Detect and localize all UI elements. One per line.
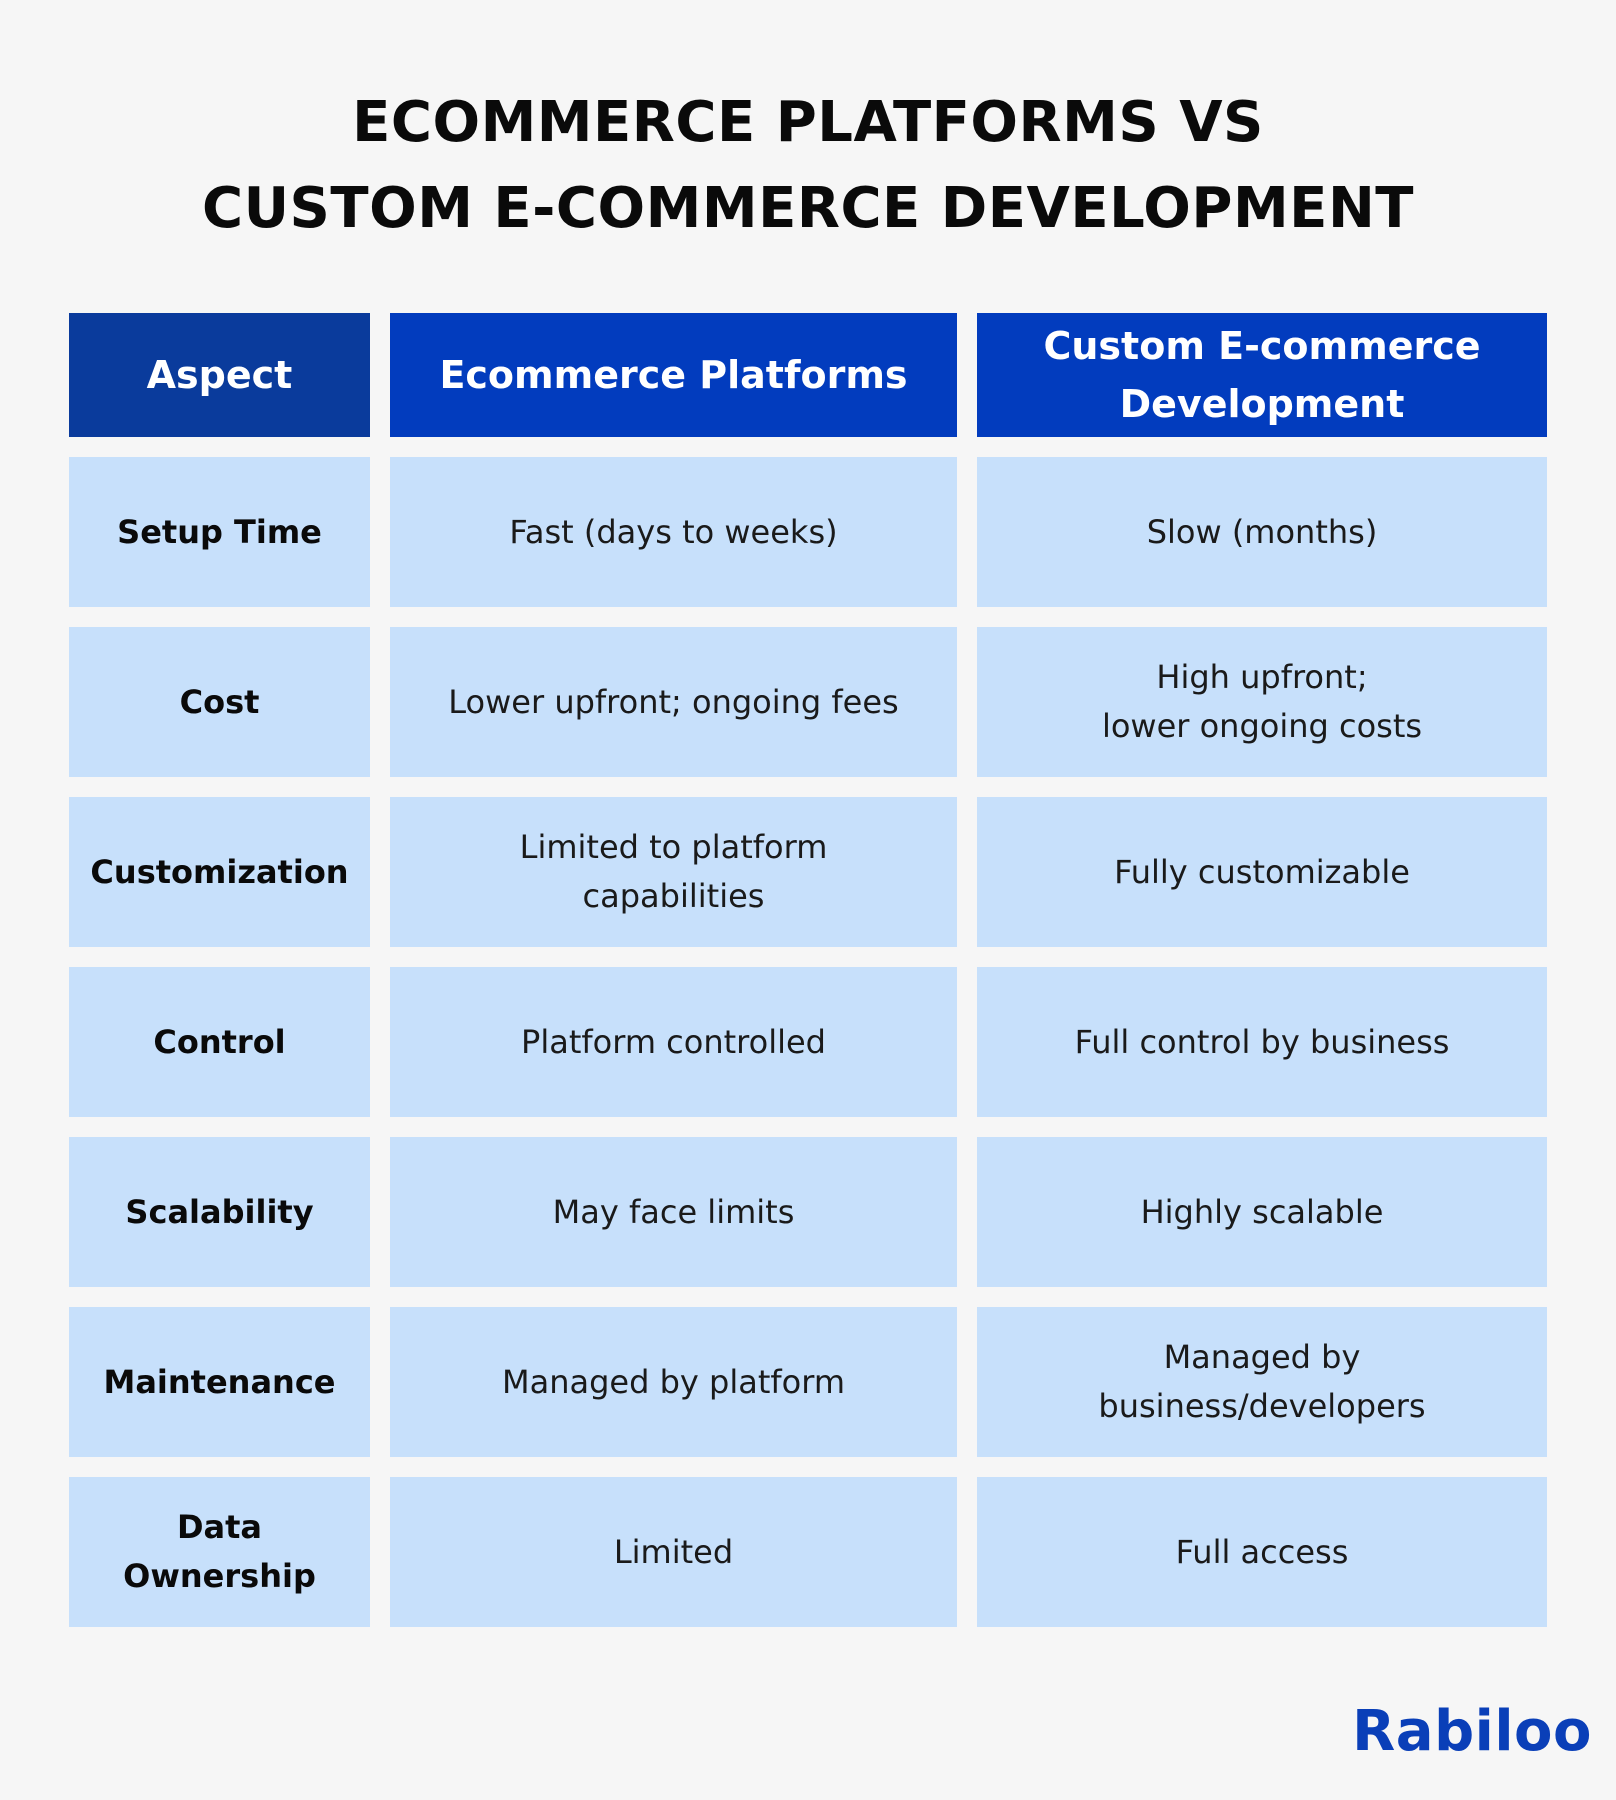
header-custom-development: Custom E-commerce Development — [977, 313, 1547, 437]
custom-customization: Fully customizable — [977, 797, 1547, 947]
aspect-scalability: Scalability — [69, 1137, 370, 1287]
aspect-data-ownership: Data Ownership — [69, 1477, 370, 1627]
aspect-maintenance: Maintenance — [69, 1307, 370, 1457]
rabiloo-logo: Rabiloo — [1352, 1704, 1592, 1760]
custom-scalability: Highly scalable — [977, 1137, 1547, 1287]
page-title: ECOMMERCE PLATFORMS VS CUSTOM E-COMMERCE… — [0, 80, 1616, 252]
aspect-control: Control — [69, 967, 370, 1117]
custom-maintenance: Managed by business/developers — [977, 1307, 1547, 1457]
platforms-cost: Lower upfront; ongoing fees — [390, 627, 957, 777]
custom-control: Full control by business — [977, 967, 1547, 1117]
title-line-2: CUSTOM E-COMMERCE DEVELOPMENT — [201, 176, 1415, 241]
platforms-control: Platform controlled — [390, 967, 957, 1117]
platforms-maintenance: Managed by platform — [390, 1307, 957, 1457]
custom-data-ownership: Full access — [977, 1477, 1547, 1627]
platforms-customization: Limited to platform capabilities — [390, 797, 957, 947]
platforms-data-ownership: Limited — [390, 1477, 957, 1627]
aspect-setup-time: Setup Time — [69, 457, 370, 607]
title-line-1: ECOMMERCE PLATFORMS VS — [352, 90, 1264, 155]
header-aspect: Aspect — [69, 313, 370, 437]
header-ecommerce-platforms: Ecommerce Platforms — [390, 313, 957, 437]
aspect-cost: Cost — [69, 627, 370, 777]
platforms-scalability: May face limits — [390, 1137, 957, 1287]
comparison-table: Aspect Ecommerce Platforms Custom E-comm… — [69, 313, 1547, 1627]
logo-text: Rabiloo — [1352, 1699, 1592, 1764]
platforms-setup-time: Fast (days to weeks) — [390, 457, 957, 607]
aspect-customization: Customization — [69, 797, 370, 947]
custom-cost: High upfront; lower ongoing costs — [977, 627, 1547, 777]
custom-setup-time: Slow (months) — [977, 457, 1547, 607]
